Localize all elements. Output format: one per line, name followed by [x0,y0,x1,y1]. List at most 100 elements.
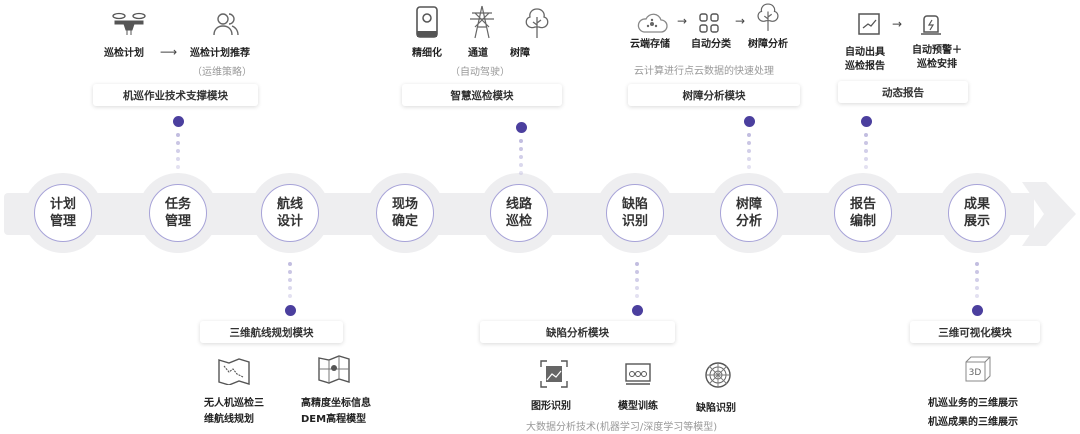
label-3d-business: 机巡业务的三维展示 [928,398,1018,409]
label-channel: 通道 [468,48,488,59]
connector-dot-small [519,171,523,175]
step-node: 航线 设计 [250,173,330,253]
step-label: 任务 管理 [149,184,207,242]
connector-dot-small [635,270,639,274]
step-node: 线路 巡检 [479,173,559,253]
step-label: 缺陷 识别 [606,184,664,242]
step-label: 线路 巡检 [490,184,548,242]
module-box-3d-route: 三维航线规划模块 [200,321,343,343]
step-node: 树障 分析 [709,173,789,253]
step-label: 树障 分析 [720,184,778,242]
module-box-3d-visual: 三维可视化模块 [910,321,1040,343]
label-auto-report: 自动出具 巡检报告 [845,47,885,72]
arrow-icon: → [735,14,746,28]
label-image-recognition: 图形识别 [531,401,571,412]
connector-dot-small [176,165,180,169]
3d-cube-icon: 3D [965,356,991,382]
connector-dot-small [635,286,639,290]
connector-dot-small [288,294,292,298]
module-box-dynamic-report: 动态报告 [838,81,968,103]
arrow-icon: → [677,14,688,28]
connector-dot [172,115,184,127]
power-tower-icon [470,5,494,39]
connector-dot-small [864,165,868,169]
connector-dot-small [635,294,639,298]
step-label: 成果 展示 [948,184,1006,242]
label-model-training: 模型训练 [618,401,658,412]
connector-dot-small [288,270,292,274]
alert-device-icon [921,15,941,35]
connector-dot-small [288,278,292,282]
phone-location-icon [416,6,438,38]
model-training-icon [625,363,651,385]
connector-dot-small [288,262,292,266]
connector-dot-small [747,165,751,169]
arrow-icon: → [892,17,903,31]
connector-dot-small [975,262,979,266]
connector-dot-small [747,149,751,153]
module-box-smart-inspection: 智慧巡检模块 [402,84,562,106]
connector-dot-small [519,147,523,151]
connector-dot [515,121,527,133]
connector-dot-small [519,163,523,167]
connector-dot [284,304,296,316]
step-node: 成果 展示 [937,173,1017,253]
connector-dot [631,304,643,316]
step-node: 报告 编制 [823,173,903,253]
step-node: 任务 管理 [138,173,218,253]
label-uav-route: 无人机巡检三 维航线规划 [204,398,264,425]
connector-dot [743,115,755,127]
step-node: 计划 管理 [23,173,103,253]
tree-icon [525,8,549,38]
connector-dot-small [747,157,751,161]
label-cloud-storage: 云端存储 [630,39,670,50]
step-label: 航线 设计 [261,184,319,242]
label-ops-strategy: （运维策略） [192,67,252,78]
connector-dot-small [747,141,751,145]
module-box-tree-analysis: 树障分析模块 [628,84,800,106]
label-fine: 精细化 [412,48,442,59]
label-tree-obstacle: 树障 [510,48,530,59]
route-map-icon [218,358,250,385]
connector-dot-small [635,262,639,266]
report-chart-icon [858,13,880,35]
connector-dot-small [975,286,979,290]
connector-dot-small [975,294,979,298]
connector-dot-small [519,155,523,159]
label-dem: 高精度坐标信息 DEM高程模型 [301,398,371,425]
connector-dot-small [975,278,979,282]
step-node: 现场 确定 [365,173,445,253]
connector-dot-small [864,141,868,145]
cloud-icon [637,13,668,33]
connector-dot-small [176,133,180,137]
connector-dot-small [864,157,868,161]
svg-text:3D: 3D [969,368,982,378]
label-tree-analysis: 树障分析 [748,39,788,50]
step-label: 现场 确定 [376,184,434,242]
map-pin-icon [318,355,350,384]
label-auto-drive: （自动驾驶） [450,67,510,78]
label-plan-recommend: 巡检计划推荐 [190,48,250,59]
label-3d-results: 机巡成果的三维展示 [928,417,1018,428]
step-label: 计划 管理 [34,184,92,242]
connector-dot-small [176,141,180,145]
label-inspection-plan: 巡检计划 [104,48,144,59]
defect-target-icon [705,362,731,388]
grid-icon [699,13,719,33]
connector-dot-small [176,149,180,153]
connector-dot-small [635,278,639,282]
image-recognition-icon [540,360,568,388]
connector-dot-small [864,133,868,137]
connector-dot-small [975,270,979,274]
connector-dot-small [747,133,751,137]
connector-dot-small [176,157,180,161]
module-box-defect-analysis: 缺陷分析模块 [480,321,675,343]
connector-dot-small [288,286,292,290]
connector-dot-small [519,139,523,143]
label-auto-classify: 自动分类 [691,39,731,50]
step-label: 报告 编制 [834,184,892,242]
module-box-support: 机巡作业技术支撑模块 [93,84,258,106]
label-big-data: 大数据分析技术(机器学习/深度学习等模型) [526,422,718,433]
label-defect-recognition: 缺陷识别 [696,403,736,414]
tree-icon [757,3,779,31]
